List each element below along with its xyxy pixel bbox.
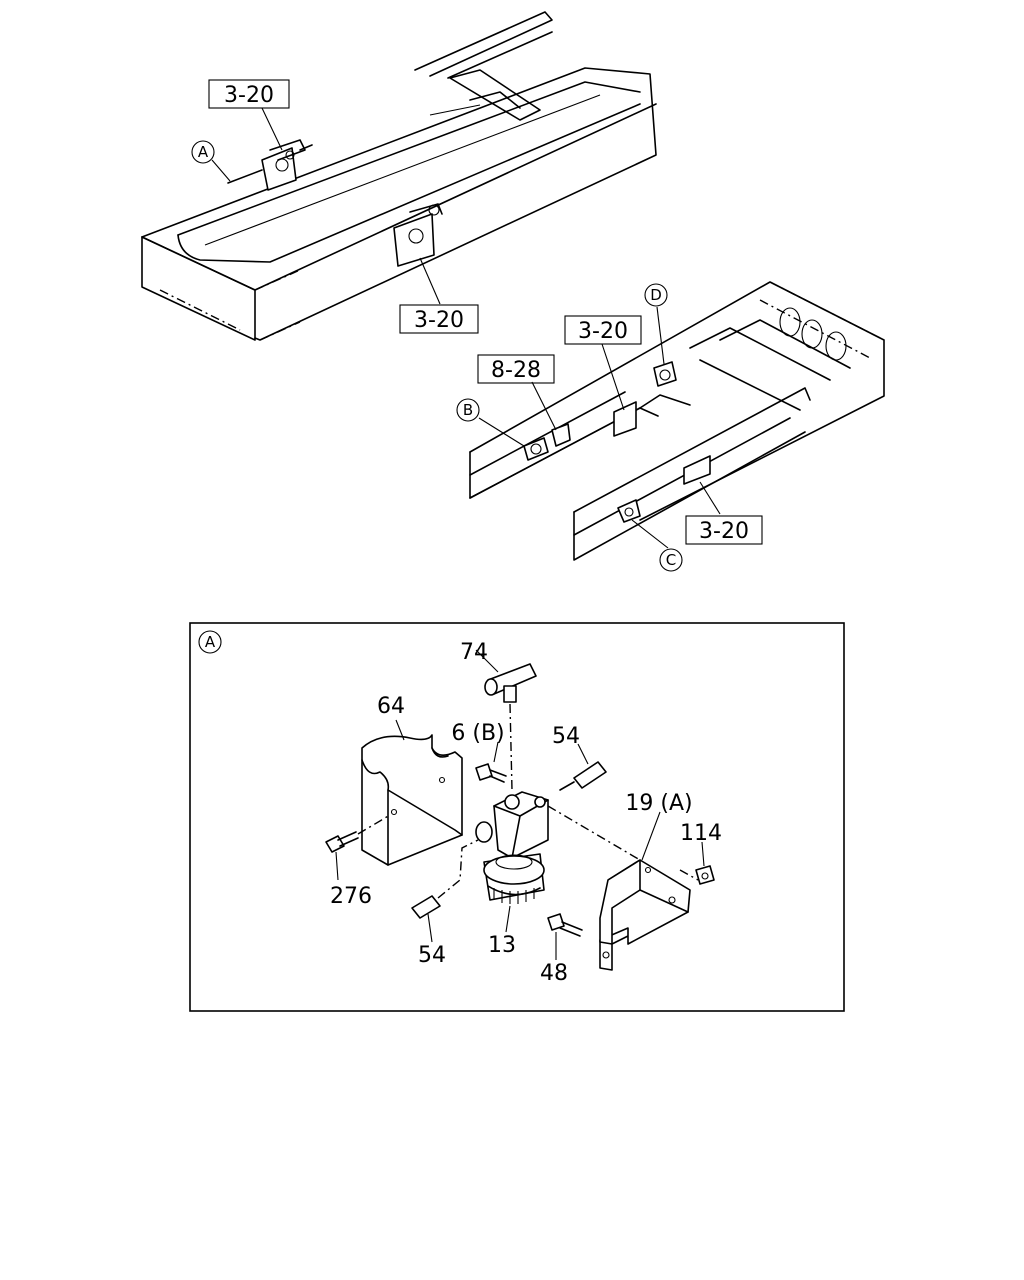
detail-a-panel: A [189,622,845,1012]
marker-d: D [644,283,668,307]
part-label-54-bottom: 54 [418,943,446,968]
marker-a-detail: A [198,630,222,654]
ref-box-right-top: 3-20 [564,315,642,345]
svg-text:A: A [205,633,216,651]
ref-label: 3-20 [699,519,749,544]
component-d [653,361,677,387]
svg-text:D: D [650,286,662,304]
bolt-276 [325,814,391,853]
part-label-6b: 6 (B) [451,721,504,746]
marker-c: C [659,548,683,572]
t-fitting-74 [484,663,537,791]
component-c [617,499,641,523]
svg-text:B: B [463,401,473,419]
part-label-19a: 19 (A) [625,791,692,816]
bolt-6b [475,763,507,783]
ref-label: 3-20 [414,308,464,333]
component-8-28 [551,423,571,447]
nut-114 [695,865,715,885]
heat-shield-64 [361,734,463,866]
middle-bracket [393,203,443,267]
ref-box-middle-left: 3-20 [399,304,479,334]
part-label-276: 276 [330,884,372,909]
part-label-114: 114 [680,821,722,846]
marker-a-top: A [191,140,215,164]
fitting-54-bottom [411,839,479,919]
filter-assembly-13 [475,791,549,904]
lower-chassis-frame [469,281,885,561]
part-label-74: 74 [460,640,488,665]
upper-filter-bracket [227,139,313,191]
ref-label: 3-20 [578,319,628,344]
upper-chassis-frame [141,11,657,341]
part-label-64: 64 [377,694,405,719]
svg-text:C: C [666,551,676,569]
marker-b: B [456,398,480,422]
fitting-54-top [559,761,607,791]
component-b [523,437,549,461]
bolt-48 [547,913,583,937]
part-label-54-top: 54 [552,724,580,749]
part-label-48: 48 [540,961,568,986]
svg-text:A: A [198,143,209,161]
ref-box-top-left: 3-20 [208,79,290,109]
bracket-19a [547,805,699,971]
ref-box-right-bottom: 3-20 [685,515,763,545]
part-label-13: 13 [488,933,516,958]
ref-label: 3-20 [224,83,274,108]
ref-box-8-28: 8-28 [477,354,555,384]
ref-label: 8-28 [491,358,541,383]
